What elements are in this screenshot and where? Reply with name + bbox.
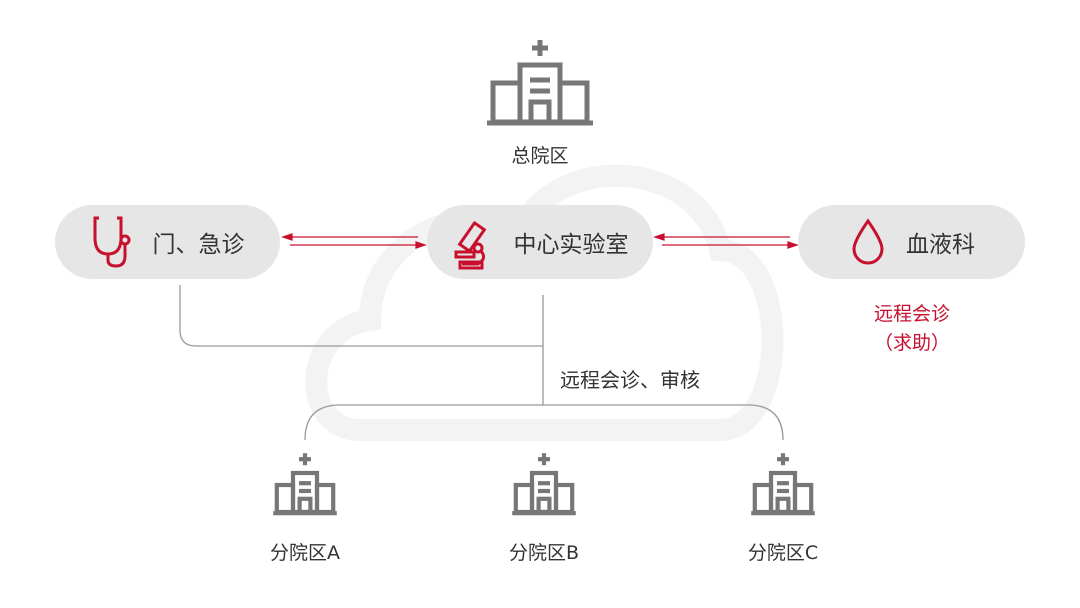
remote-consult-note: 远程会诊 <box>873 303 950 325</box>
main-campus-icon <box>485 38 595 132</box>
stethoscope-icon <box>93 216 130 268</box>
branch-b-icon <box>511 452 577 522</box>
microscope-icon <box>454 220 486 270</box>
branch-a-label: 分院区A <box>270 542 340 564</box>
remote-consult-note-help: （求助） <box>873 332 950 354</box>
branch-c-icon <box>750 452 816 522</box>
branch-c-label: 分院区C <box>747 542 819 564</box>
dept-central-lab[interactable]: 中心实验室 <box>427 205 653 279</box>
blood-drop-icon <box>852 218 884 265</box>
dept-central-lab-label: 中心实验室 <box>513 232 629 258</box>
dept-hematology[interactable]: 血液科 <box>798 205 1025 279</box>
arrow-left-center <box>281 233 427 249</box>
branch-a-icon <box>272 452 338 522</box>
branch-b-label: 分院区B <box>508 542 580 564</box>
dept-emergency[interactable]: 门、急诊 <box>55 205 280 279</box>
line-branches <box>304 404 784 441</box>
line-clinic <box>179 285 543 347</box>
dept-emergency-label: 门、急诊 <box>152 232 245 258</box>
connector-label: 远程会诊、审核 <box>560 368 700 392</box>
arrow-center-right <box>653 233 799 249</box>
main-campus-label: 总院区 <box>511 145 569 167</box>
dept-hematology-label: 血液科 <box>906 232 975 258</box>
